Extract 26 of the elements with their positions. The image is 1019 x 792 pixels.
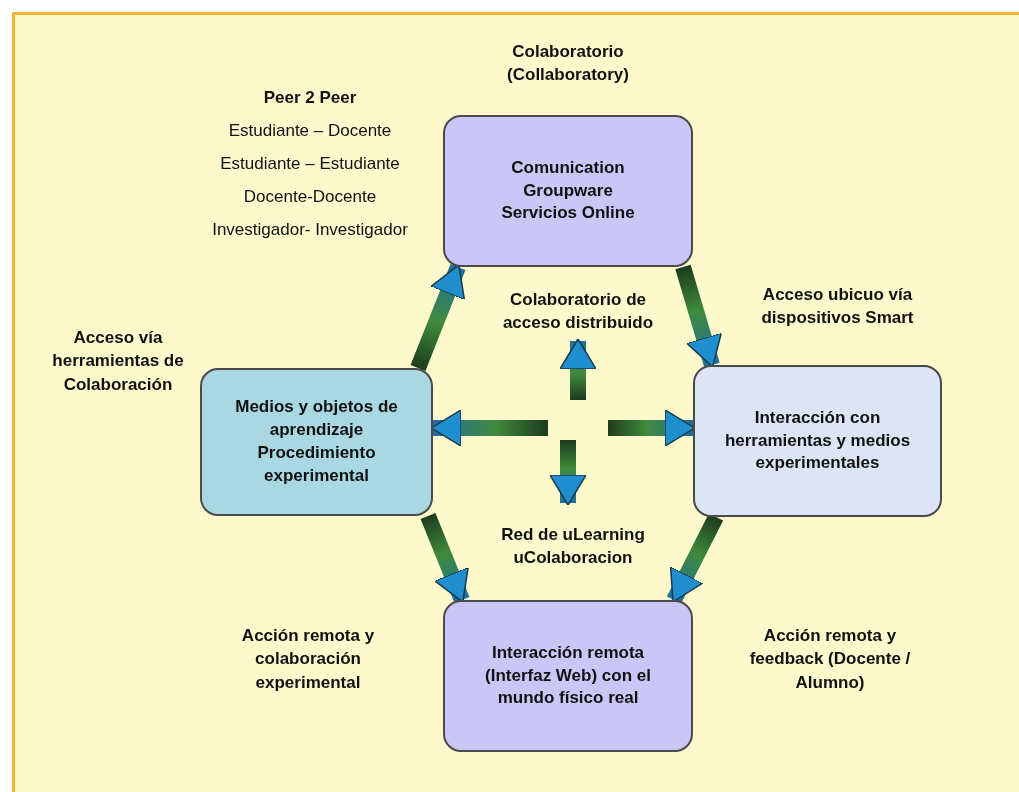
annotation-text: Acción remota y feedback (Docente / Alumno): [748, 625, 912, 694]
box-heading: Colaboratorio (Collaboratory): [506, 41, 630, 86]
box-text: Comunication Groupware Servicios Online: [500, 156, 636, 225]
box-text: Interacción remota (Interfaz Web) con el mundo físico real: [484, 641, 652, 710]
process-box: [693, 365, 942, 517]
node-text: Colaboratorio de acceso distribuido: [488, 283, 668, 341]
annotation-text: Acción remota y colaboración experimental: [240, 625, 376, 694]
annotation-text: Estudiante – Estudiante: [219, 153, 401, 175]
block-arrow: [420, 513, 470, 603]
block-arrow: [559, 338, 597, 400]
annotation-text: Docente-Docente: [242, 186, 378, 208]
annotation-text: Acceso vía herramientas de Colaboración: [51, 327, 185, 396]
annotation-text: Estudiante – Docente: [227, 120, 393, 142]
box-text: Interacción con herramientas y medios experimentales: [723, 406, 912, 475]
block-arrow: [608, 409, 696, 447]
block-arrow: [549, 440, 587, 506]
process-box: [200, 368, 433, 516]
annotation-text: Acceso ubicuo vía dispositivos Smart: [760, 284, 915, 330]
group-heading: Peer 2 Peer: [262, 87, 358, 109]
node-text: Red de uLearning uColaboracion: [488, 503, 658, 591]
process-box: [443, 600, 693, 752]
annotation-text: Investigador- Investigador: [211, 219, 409, 241]
block-arrow: [430, 409, 548, 447]
block-arrow: [675, 264, 723, 368]
block-arrow: [410, 264, 466, 371]
box-text: Medios y objetos de aprendizaje Procedimiento experimental: [234, 396, 399, 487]
